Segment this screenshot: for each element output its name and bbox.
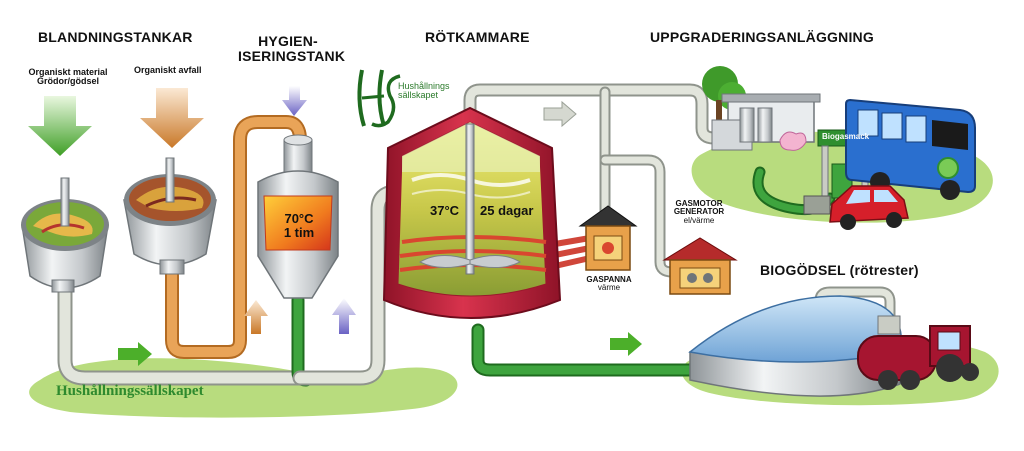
mixing-tank-1 <box>21 177 109 293</box>
gas-boiler-name: GASPANNA <box>586 275 632 284</box>
label-gas-engine: GASMOTOR GENERATOR el/värme <box>664 199 734 225</box>
hygienization-time: 1 tim <box>283 224 315 240</box>
arrow-organic-waste <box>140 88 204 148</box>
logo-text: Hushållnings sällskapet <box>398 81 450 101</box>
arrow-up-orange <box>244 300 268 334</box>
gas-engine-line1: GASMOTOR <box>675 199 723 208</box>
label-organic-material-line2: Grödor/gödsel <box>36 76 99 87</box>
logo-line2: sällskapet <box>398 90 439 101</box>
gas-boiler <box>578 205 638 271</box>
upgrading-plant <box>702 66 821 151</box>
station-sign: Biogasmack <box>822 132 870 141</box>
arrow-organic-material <box>28 96 92 156</box>
header-upgrading-plant: UPPGRADERINGSANLÄGGNING <box>650 29 874 45</box>
bus <box>845 98 976 200</box>
digestate-storage <box>688 295 902 397</box>
hygienization-tank <box>257 134 339 299</box>
digester-days: 25 dagar <box>480 203 534 218</box>
hs-logo-icon <box>357 69 401 128</box>
gas-engine-use: el/värme <box>683 215 715 225</box>
digester <box>382 106 562 319</box>
header-mixing-tanks: BLANDNINGSTANKAR <box>38 29 193 45</box>
label-organic-material-line1: Organiskt material <box>28 67 108 77</box>
arrow-right-green-2 <box>610 332 642 356</box>
arrow-hygienization-input <box>282 86 307 116</box>
arrow-up-blue <box>332 298 356 334</box>
hygienization-temp: 70°C <box>284 211 314 226</box>
arrow-right-gray <box>543 100 577 128</box>
gas-engine <box>662 237 738 295</box>
gas-boiler-use: värme <box>597 283 621 293</box>
header-digester: RÖTKAMMARE <box>425 29 530 45</box>
digester-temp: 37°C <box>430 203 460 218</box>
label-organic-material: Organiskt material Grödor/gödsel <box>18 67 118 87</box>
arrow-right-green-1 <box>118 342 152 366</box>
logo-line1: Hushållnings <box>398 81 450 91</box>
label-organic-waste: Organiskt avfall <box>134 65 202 75</box>
gas-engine-line2: GENERATOR <box>673 207 725 217</box>
car <box>829 185 909 230</box>
tractor-tanker <box>857 315 979 390</box>
header-digestate: BIOGÖDSEL (rötrester) <box>760 262 919 278</box>
mixing-tank-2 <box>123 157 217 275</box>
header-hygienization-tank: HYGIEN- ISERINGSTANK <box>238 33 346 64</box>
footer-brand: Hushållningssällskapet <box>56 383 204 399</box>
hygienization-conditions: 70°C 1 tim <box>280 212 318 239</box>
label-gas-boiler: GASPANNA värme <box>586 275 632 293</box>
